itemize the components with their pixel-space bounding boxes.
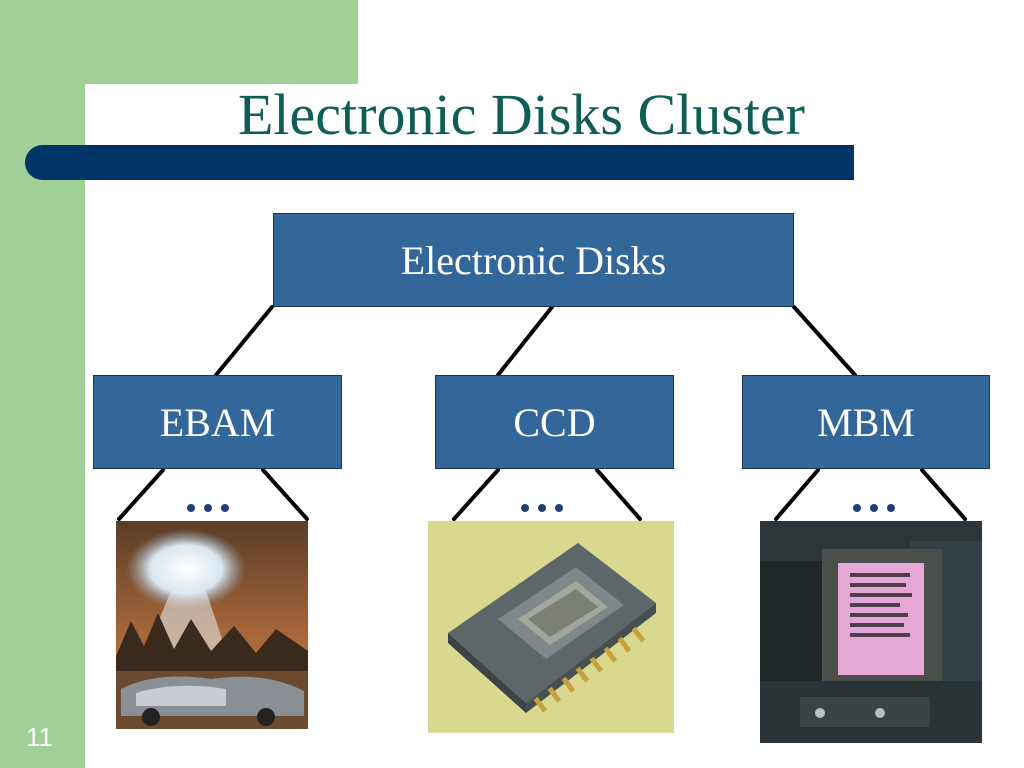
connector-root-mbm <box>792 305 857 377</box>
connector-ccd-right <box>595 468 642 521</box>
sidebar-green-top <box>0 0 358 84</box>
ccd-image <box>428 521 674 733</box>
connector-root-ccd <box>496 305 554 377</box>
ellipsis-ebam-icon <box>187 504 229 512</box>
connector-ebam-left <box>117 468 165 521</box>
connector-mbm-right <box>920 468 967 521</box>
connector-ccd-left <box>452 468 500 521</box>
node-label: Electronic Disks <box>400 237 667 283</box>
mbm-image <box>760 521 982 743</box>
ellipsis-ccd-icon <box>521 504 563 512</box>
connector-root-ebam <box>214 305 274 377</box>
slide-number: 11 <box>26 722 53 752</box>
connector-ebam-right <box>261 468 309 521</box>
node-electronic-disks: Electronic Disks <box>273 213 794 307</box>
node-mbm: MBM <box>742 375 990 469</box>
node-label: MBM <box>817 399 915 445</box>
title-underline-band <box>25 145 854 180</box>
node-label: EBAM <box>159 399 276 445</box>
sidebar-green-bar <box>0 0 85 768</box>
node-ebam: EBAM <box>93 375 342 469</box>
node-ccd: CCD <box>435 375 674 469</box>
node-label: CCD <box>513 399 596 445</box>
slide-title: Electronic Disks Cluster <box>238 82 806 147</box>
connector-mbm-left <box>774 468 820 521</box>
ellipsis-mbm-icon <box>853 504 895 512</box>
ebam-image <box>116 521 308 729</box>
